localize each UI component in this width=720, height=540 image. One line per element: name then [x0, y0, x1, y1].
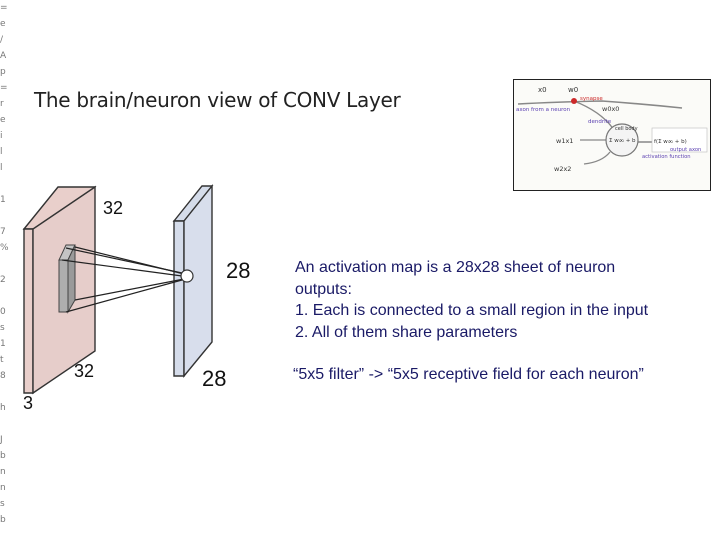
activation-description: An activation map is a 28x28 sheet of ne…: [293, 257, 713, 343]
neuron-figure-svg: x0 w0 synapse axon from a neuron w0x0 de…: [516, 86, 708, 173]
edge-glyph: =: [0, 83, 8, 93]
edge-glyph: l: [0, 163, 3, 173]
edge-glyph: p: [0, 67, 6, 77]
edge-glyph: 1: [0, 195, 6, 205]
edge-glyph: J: [0, 435, 3, 445]
edge-glyph: A: [0, 51, 7, 61]
w1x1-label: w1x1: [556, 137, 573, 145]
cell-body-circle: [605, 123, 639, 157]
output-axon-label: output axon: [670, 147, 701, 153]
cropped-edge-text: = e / A p = r e i l l 1 7 % 2 0 s 1 t 8 …: [0, 0, 10, 540]
edge-glyph: b: [0, 515, 6, 525]
input-line-2: [583, 151, 611, 165]
edge-glyph: b: [0, 451, 6, 461]
activation-line-1: An activation map is a 28x28 sheet of ne…: [295, 259, 616, 276]
map-width-label: 28: [202, 366, 227, 391]
axon-line: [517, 100, 683, 109]
w0x0-label: w0x0: [602, 105, 619, 113]
edge-glyph: s: [0, 323, 5, 333]
slide-title: The brain/neuron view of CONV Layer: [34, 88, 401, 112]
edge-glyph: h: [0, 403, 6, 413]
cell-body-label: cell body: [615, 126, 638, 132]
input-width-label: 32: [74, 361, 95, 381]
receptive-field-quote: “5x5 filter” -> “5x5 receptive field for…: [293, 366, 644, 383]
edge-glyph: 7: [0, 227, 6, 237]
x0-label: x0: [538, 86, 547, 94]
activation-function-label: activation function: [642, 154, 691, 160]
connection-line-2: [74, 246, 185, 275]
edge-glyph: t: [0, 355, 4, 365]
sum-expression: Σ wᵢxᵢ + b: [609, 138, 636, 144]
edge-glyph: s: [0, 499, 5, 509]
edge-glyph: e: [0, 19, 6, 29]
axon-from-neuron-label: axon from a neuron: [516, 107, 571, 113]
synapse-dot: [571, 98, 577, 104]
connection-line-3: [65, 279, 183, 313]
edge-glyph: 8: [0, 371, 6, 381]
edge-glyph: n: [0, 467, 6, 477]
activation-line-2: outputs:: [295, 280, 352, 298]
filter-box-front: [58, 259, 69, 313]
point-1: 1. Each is connected to a small region i…: [295, 302, 649, 319]
synapse-label: synapse: [580, 96, 603, 102]
edge-glyph: 2: [0, 275, 6, 285]
edge-glyph: /: [0, 35, 4, 45]
map-height-label: 28: [226, 258, 251, 283]
point-2: 2. All of them share parameters: [295, 323, 518, 341]
edge-glyph: e: [0, 115, 6, 125]
function-box: [651, 127, 708, 153]
edge-glyph: i: [0, 131, 3, 141]
neuron-circle: [180, 269, 194, 283]
edge-glyph: 1: [0, 339, 6, 349]
dendrite-label: dendrite: [588, 119, 612, 125]
input-height-label: 32: [103, 198, 124, 218]
connection-line-5: [61, 259, 183, 277]
edge-glyph: %: [0, 243, 9, 253]
edge-glyph: l: [0, 147, 3, 157]
w0-label: w0: [568, 86, 578, 94]
input-volume-front: [23, 228, 34, 394]
neuron-figure: x0 w0 synapse axon from a neuron w0x0 de…: [513, 79, 711, 191]
edge-glyph: =: [0, 3, 8, 13]
f-expression: f(Σ wᵢxᵢ + b): [654, 139, 687, 145]
input-depth-label: 3: [23, 393, 34, 413]
connection-line-4: [74, 278, 185, 301]
edge-glyph: 0: [0, 307, 6, 317]
w2x2-label: w2x2: [554, 165, 571, 173]
edge-glyph: r: [0, 99, 4, 109]
activation-map-side: [183, 184, 213, 378]
edge-glyph: n: [0, 483, 6, 493]
activation-map-front: [173, 220, 185, 377]
